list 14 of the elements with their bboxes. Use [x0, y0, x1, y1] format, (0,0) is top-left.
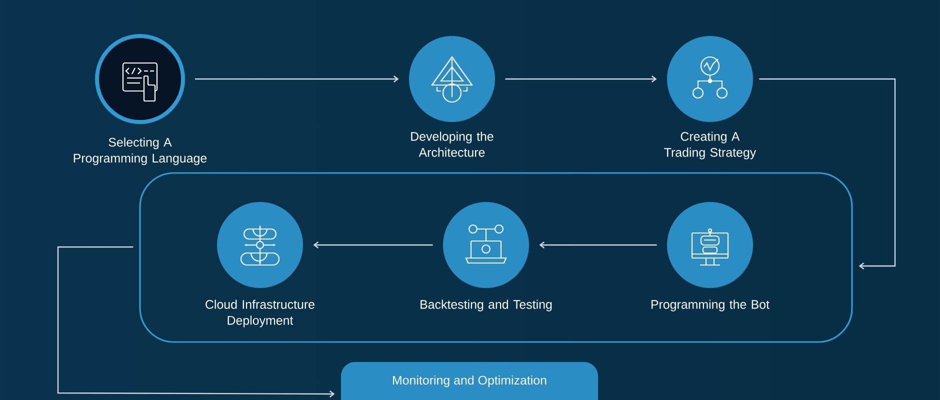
arrow	[759, 78, 896, 270]
step-label: Programming the Bot	[652, 300, 770, 312]
arrow	[539, 242, 657, 248]
step-label: Developing the Architecture	[411, 132, 494, 157]
step-label: Backtesting and Testing	[420, 300, 552, 312]
group-frame	[139, 172, 853, 343]
arrow	[57, 246, 335, 398]
step-label: Creating A Trading Strategy	[664, 132, 756, 160]
step-label: Selecting A Programming Language	[74, 138, 207, 166]
process-box: Monitoring and Optimization	[341, 362, 598, 400]
arrow	[505, 76, 657, 82]
arrow	[313, 242, 433, 248]
step-label: Cloud Infrastructure Deployment	[206, 300, 314, 328]
arrow	[195, 76, 399, 82]
